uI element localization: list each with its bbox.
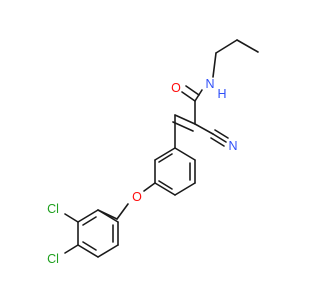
- atom-labels: O N H N O Cl Cl: [47, 77, 237, 266]
- structure-svg: O N H N O Cl Cl: [47, 39, 259, 266]
- atom-cl-1: Cl: [47, 202, 59, 216]
- bond-c-o-2: [185, 85, 200, 96]
- ring2-bond-1: [77, 209, 99, 223]
- ring2-bond-6: [97, 209, 119, 223]
- bond-ring-ether: [143, 182, 156, 192]
- ring2-bond-3: [77, 244, 99, 258]
- atom-o-carbonyl: O: [171, 81, 181, 95]
- bond-cn-triple-1: [212, 133, 227, 143]
- ring2-bond-4: [97, 244, 119, 258]
- bond-skeleton: [64, 39, 259, 258]
- bond-propyl-3: [212, 52, 217, 78]
- bond-alkene-1: [174, 114, 196, 125]
- ring1-inner-3: [158, 153, 173, 163]
- bond-cn-triple-2: [214, 129, 229, 139]
- atom-n-amide: N: [205, 77, 214, 91]
- bond-alkene-2: [172, 121, 194, 132]
- bond-ring-cl2: [64, 244, 79, 254]
- bond-alpha-cn: [194, 123, 214, 135]
- bond-propyl-1: [236, 39, 259, 53]
- ring1-bond-3: [174, 182, 196, 196]
- bond-ether-ch2: [116, 203, 129, 220]
- atom-n-nitrile: N: [228, 139, 237, 153]
- ring2-inner-1: [82, 216, 97, 226]
- atom-o-ether: O: [132, 190, 142, 204]
- bond-propyl-2: [215, 39, 238, 54]
- molecule-diagram: O N H N O Cl Cl: [47, 39, 259, 266]
- ring1-inner-2: [158, 180, 173, 190]
- bond-c-o-1: [181, 91, 196, 102]
- ring1-bond-6: [154, 147, 176, 161]
- ring2-inner-2: [82, 241, 97, 251]
- atom-h-amide: H: [217, 87, 226, 101]
- ring1-bond-4: [154, 182, 176, 196]
- atom-cl-2: Cl: [47, 252, 59, 266]
- bond-ring-cl1: [64, 213, 79, 223]
- bond-cn-triple-3: [210, 137, 225, 147]
- ring1-bond-1: [174, 147, 196, 161]
